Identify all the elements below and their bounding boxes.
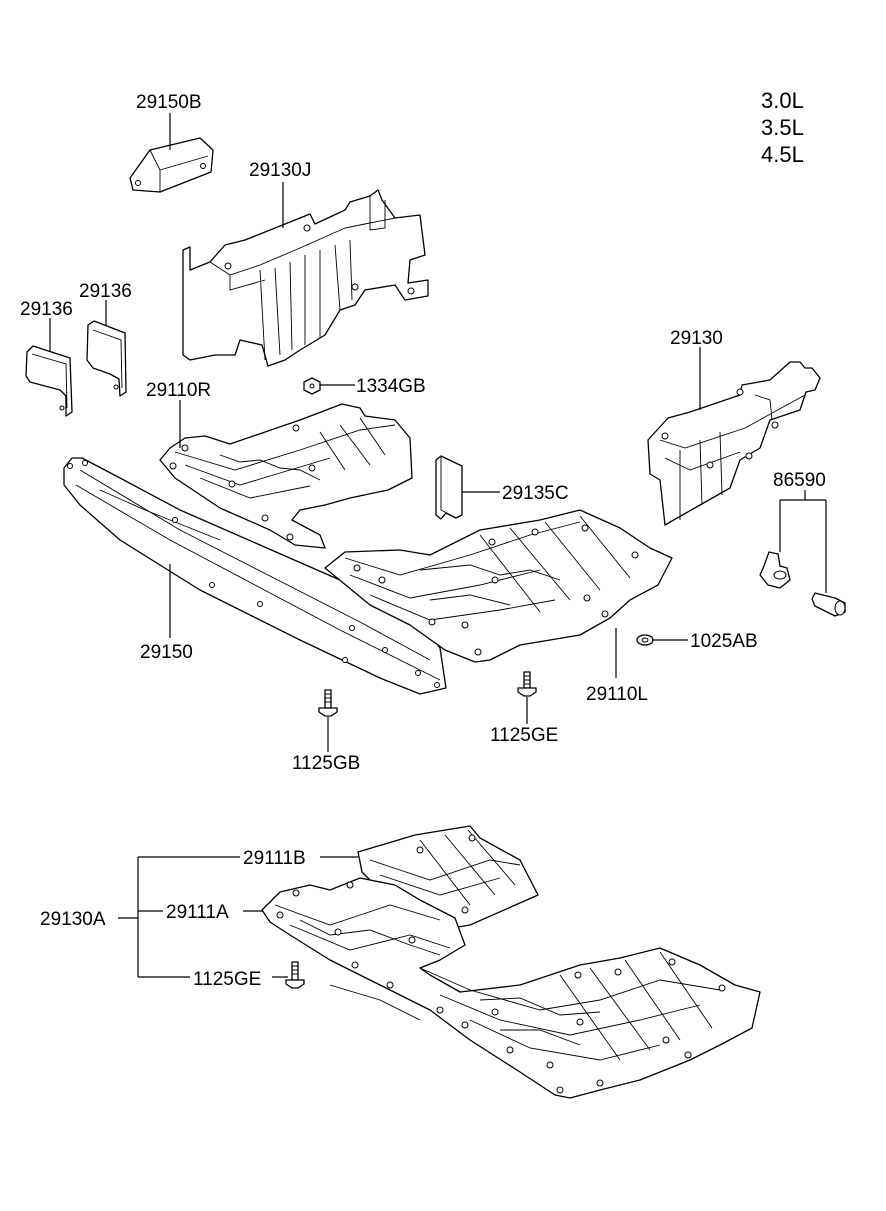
part-29135c-bracket (435, 455, 463, 520)
callout-29111a: 29111A (166, 902, 229, 923)
callout-1334gb: 1334GB (356, 376, 426, 397)
part-86590-clips (759, 551, 846, 617)
callout-29150b: 29150B (136, 92, 202, 113)
callout-29130j: 29130J (249, 160, 311, 181)
callout-1125gb: 1125GB (292, 753, 360, 774)
part-1334gb-nut (303, 377, 321, 395)
part-29130j-insulator (182, 189, 429, 367)
engine-variant-3-5l: 3.5L (761, 115, 804, 140)
callout-29150: 29150 (140, 642, 193, 663)
part-29150b-bracket (129, 137, 214, 193)
callout-1025ab: 1025AB (690, 631, 758, 652)
callout-29135c: 29135C (502, 483, 569, 504)
callout-29136-left: 29136 (20, 299, 73, 320)
callout-29136-right: 29136 (79, 281, 132, 302)
engine-variant-4-5l: 4.5L (761, 142, 804, 167)
part-29150-panel (63, 457, 447, 695)
engine-variant-3-0l: 3.0L (761, 88, 804, 113)
engine-variant-list: 3.0L 3.5L 4.5L (761, 88, 804, 167)
part-1025ab-washer (636, 634, 654, 646)
part-29111a-cover-assembly (261, 877, 761, 1099)
part-1125ge-bolt-lower (285, 961, 305, 989)
callout-29130a: 29130A (40, 909, 106, 930)
callout-29110l: 29110L (586, 684, 648, 705)
part-29110l-cover (324, 509, 673, 663)
part-29136-plate-left (25, 345, 73, 417)
part-29110r-cover (159, 403, 413, 549)
callout-1125ge-lower: 1125GE (193, 969, 261, 990)
callout-1125ge-upper: 1125GE (490, 725, 558, 746)
part-29136-plate-right (86, 320, 127, 397)
part-1125gb-bolt (318, 689, 338, 717)
callout-29130: 29130 (670, 328, 723, 349)
callout-86590: 86590 (773, 470, 826, 491)
part-1125ge-bolt-upper (517, 671, 537, 697)
callout-29111b: 29111B (243, 848, 306, 869)
part-29130-insulator (647, 361, 821, 526)
callout-29110r: 29110R (146, 380, 211, 401)
